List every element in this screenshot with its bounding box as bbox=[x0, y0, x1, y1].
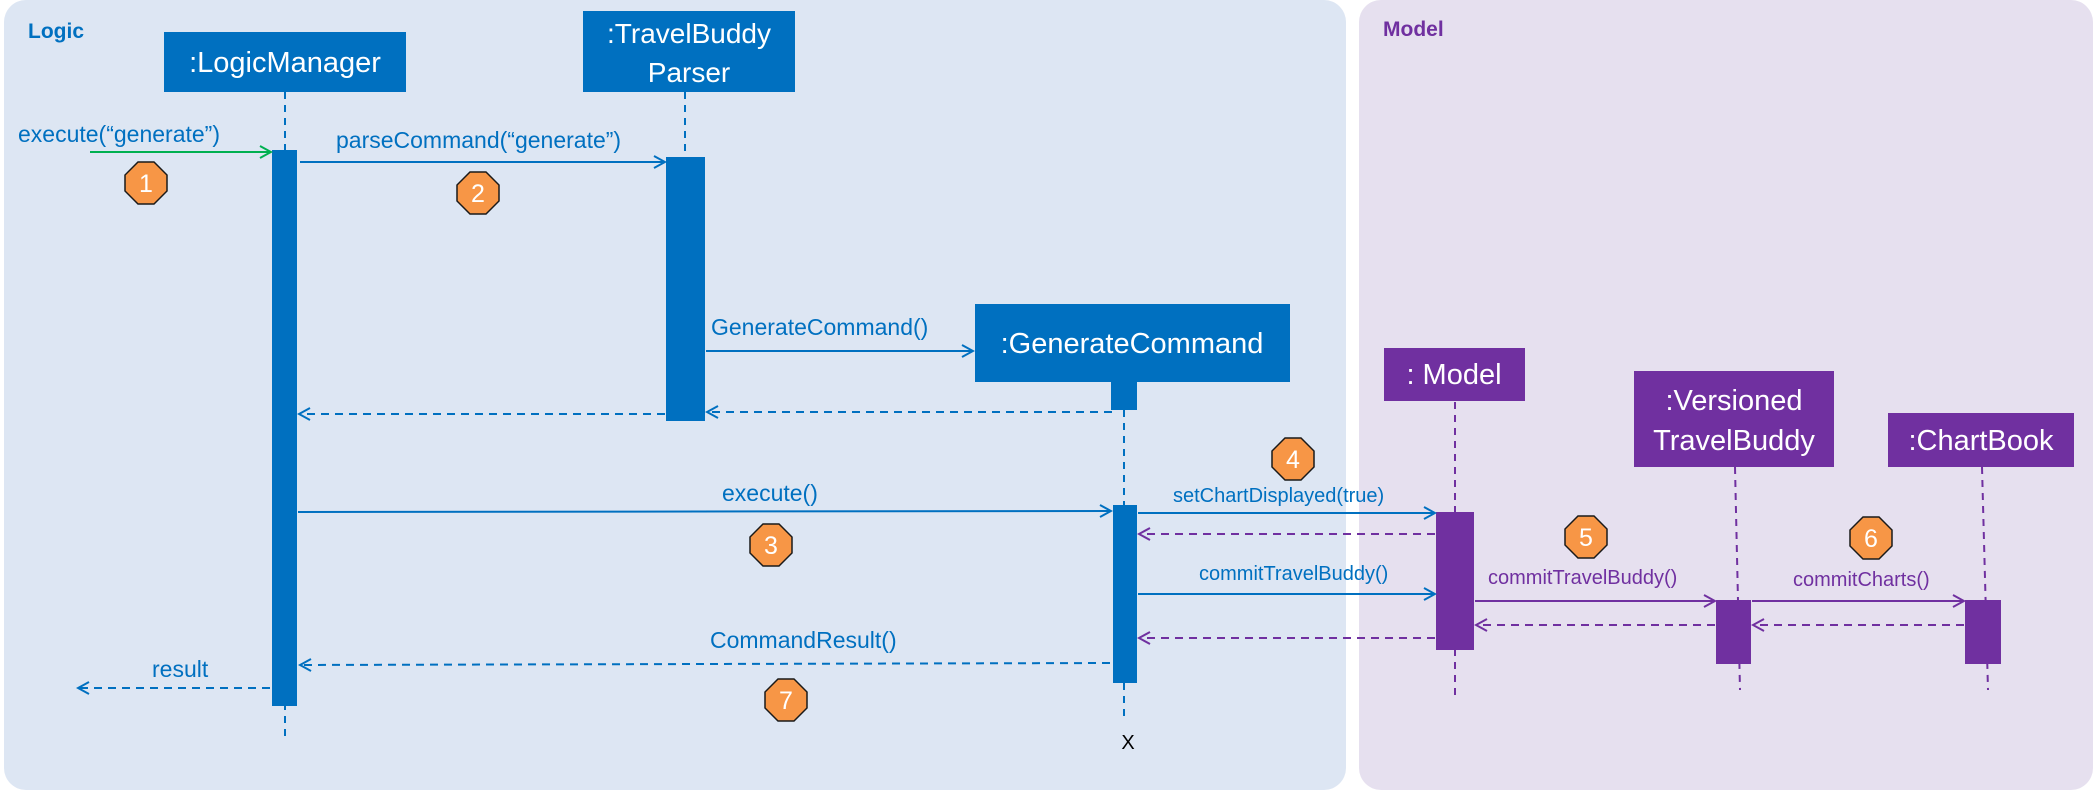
activation-generate-command-create bbox=[1111, 382, 1137, 410]
logic-manager-label: :LogicManager bbox=[189, 47, 381, 79]
versioned-label-line2: TravelBuddy bbox=[1653, 425, 1815, 457]
participant-chartbook: :ChartBook bbox=[1888, 413, 2074, 467]
step-badge-7-label: 7 bbox=[779, 687, 793, 715]
step-badge-3: 3 bbox=[749, 523, 793, 567]
step-badge-6-label: 6 bbox=[1864, 525, 1878, 553]
msg-generate-command-ctor: GenerateCommand() bbox=[711, 314, 928, 340]
step-badge-5-label: 5 bbox=[1579, 524, 1593, 552]
participant-logic-manager: :LogicManager bbox=[164, 32, 406, 92]
step-badge-5: 5 bbox=[1564, 515, 1608, 559]
versioned-label-line1: :Versioned bbox=[1665, 385, 1802, 417]
activation-model bbox=[1436, 512, 1474, 650]
activation-chartbook bbox=[1965, 600, 2001, 664]
msg-command-result: CommandResult() bbox=[710, 627, 897, 653]
chartbook-label: :ChartBook bbox=[1908, 425, 2054, 457]
logic-panel-title: Logic bbox=[28, 20, 84, 43]
activation-versioned-travelbuddy bbox=[1716, 600, 1751, 664]
step-badge-2: 2 bbox=[456, 171, 500, 215]
msg-execute-generate: execute(“generate”) bbox=[18, 121, 220, 147]
step-badge-6: 6 bbox=[1849, 516, 1893, 560]
participant-versioned-travelbuddy: :Versioned TravelBuddy bbox=[1634, 371, 1834, 467]
step-badge-3-label: 3 bbox=[764, 532, 778, 560]
msg-execute: execute() bbox=[722, 480, 818, 506]
step-badge-4: 4 bbox=[1271, 437, 1315, 481]
arrow-execute bbox=[297, 511, 1111, 512]
activation-generate-command bbox=[1113, 505, 1137, 683]
msg-commit-travel-buddy-2: commitTravelBuddy() bbox=[1488, 567, 1677, 589]
participant-model: : Model bbox=[1384, 348, 1525, 401]
participant-generate-command: :GenerateCommand bbox=[975, 304, 1290, 382]
generate-command-label: :GenerateCommand bbox=[1001, 328, 1264, 360]
msg-result: result bbox=[152, 656, 209, 682]
msg-parse-command: parseCommand(“generate”) bbox=[336, 127, 621, 153]
msg-set-chart-displayed: setChartDisplayed(true) bbox=[1173, 485, 1384, 507]
msg-commit-travel-buddy-1: commitTravelBuddy() bbox=[1199, 563, 1388, 585]
step-badge-1-label: 1 bbox=[139, 170, 153, 198]
parser-label-line2: Parser bbox=[648, 57, 730, 88]
model-panel-title: Model bbox=[1383, 18, 1444, 41]
participant-travelbuddy-parser: :TravelBuddy Parser bbox=[583, 11, 795, 92]
step-badge-7: 7 bbox=[764, 678, 808, 722]
step-badge-2-label: 2 bbox=[471, 180, 485, 208]
msg-commit-charts: commitCharts() bbox=[1793, 569, 1930, 591]
activation-logic-manager bbox=[272, 150, 297, 706]
step-badge-1: 1 bbox=[124, 161, 168, 205]
activation-parser bbox=[666, 157, 705, 421]
step-badge-4-label: 4 bbox=[1286, 446, 1300, 474]
parser-label-line1: :TravelBuddy bbox=[607, 18, 771, 49]
destroy-mark: X bbox=[1121, 732, 1134, 754]
return-command-result bbox=[300, 663, 1111, 665]
model-label: : Model bbox=[1406, 359, 1501, 391]
